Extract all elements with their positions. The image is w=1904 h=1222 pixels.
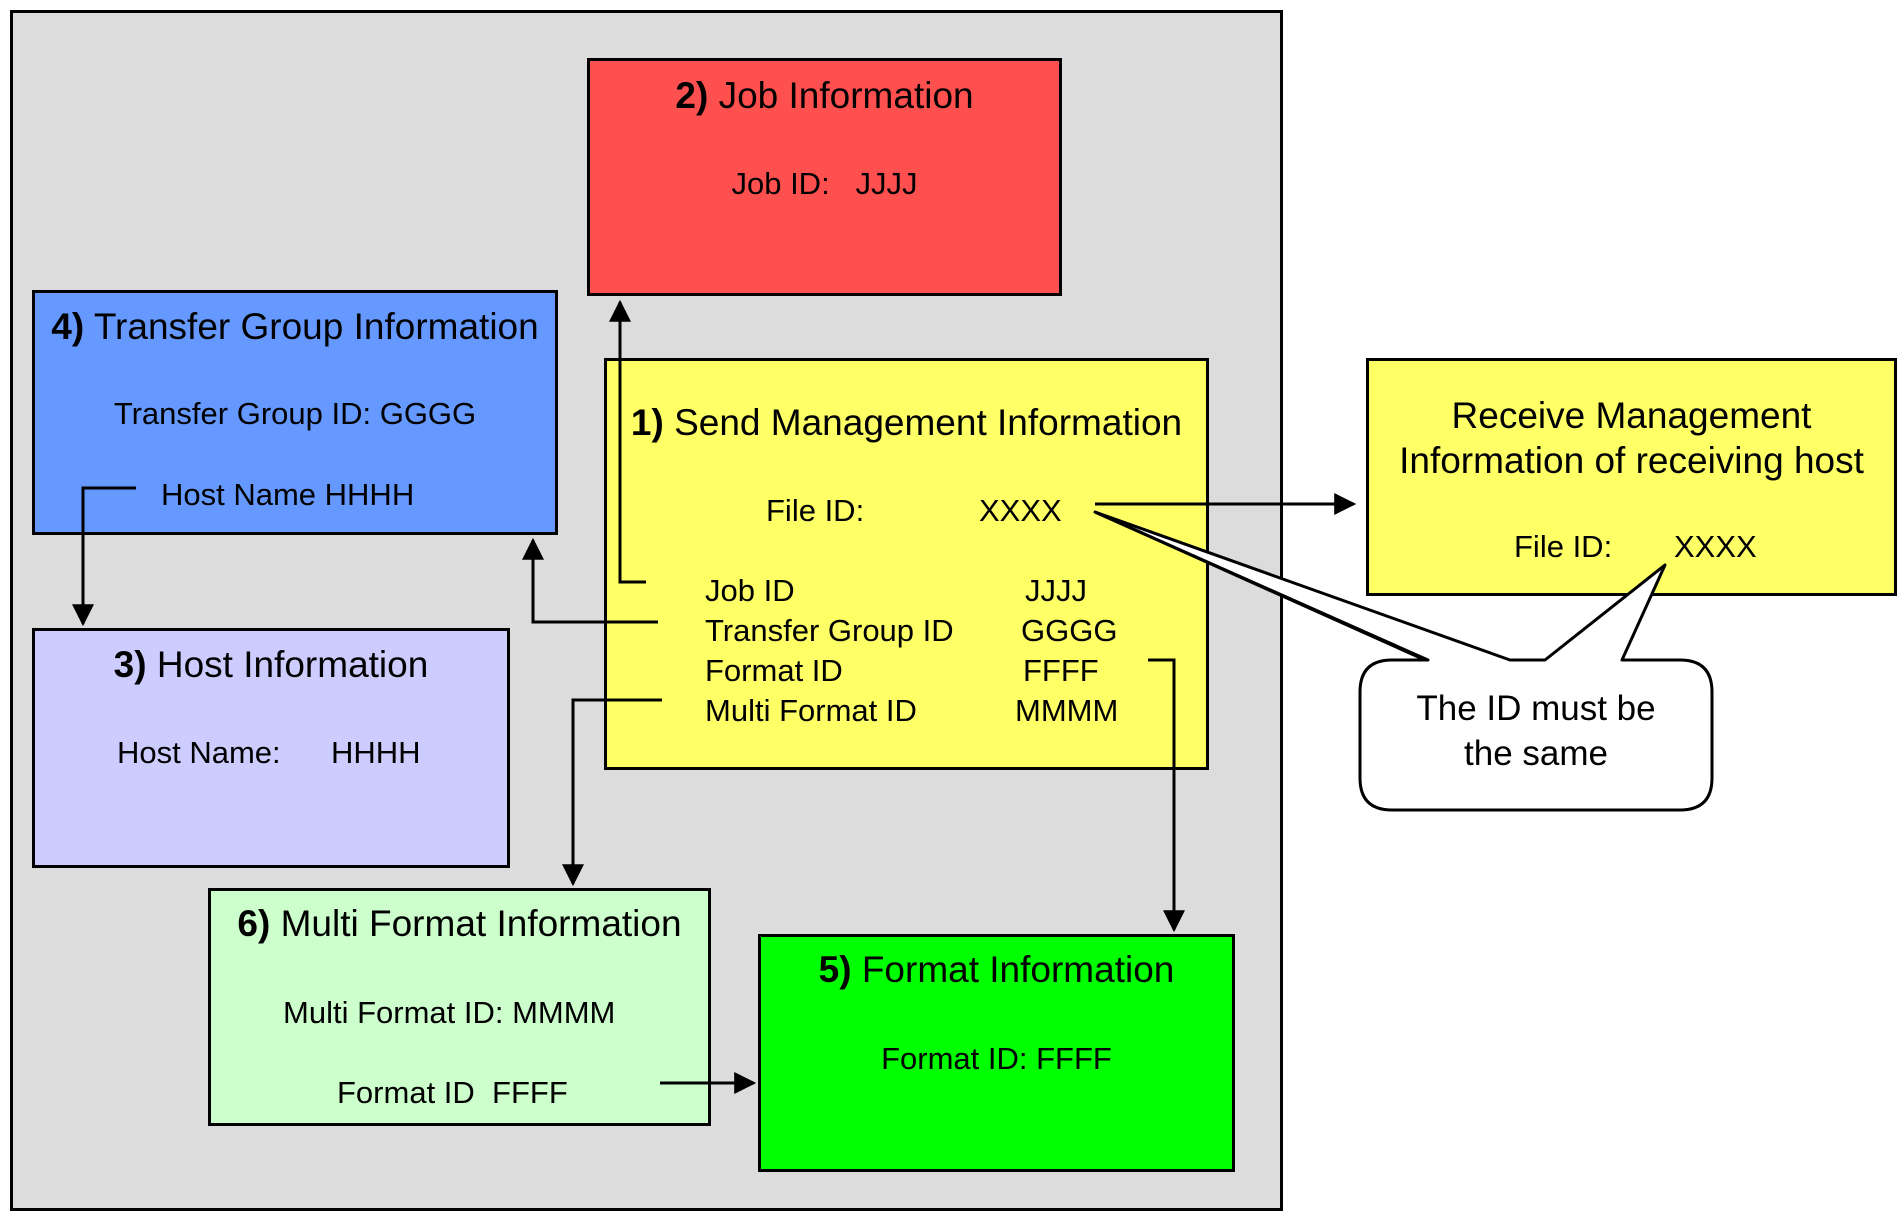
host-information-title: 3) Host Information — [35, 644, 507, 686]
receive-file-id-value: XXXX — [1674, 529, 1757, 564]
multi-format-title-text: Multi Format Information — [280, 903, 682, 944]
host-name-value: HHHH — [331, 735, 421, 770]
transfer-group-information-box: 4) Transfer Group Information Transfer G… — [32, 290, 558, 535]
send-row-value: FFFF — [1023, 653, 1099, 688]
multi-format-title: 6) Multi Format Information — [211, 903, 708, 945]
send-row-label: Format ID — [705, 653, 843, 688]
transfer-group-host-name-field: Host Name HHHH — [161, 477, 415, 512]
send-row-value: GGGG — [1021, 613, 1118, 648]
transfer-group-title-text: Transfer Group Information — [93, 306, 539, 347]
multi-format-information-box: 6) Multi Format Information Multi Format… — [208, 888, 711, 1126]
callout-pointer-edge — [1094, 510, 1429, 662]
multi-format-number: 6) — [237, 903, 271, 944]
format-id-field: Format ID: FFFF — [881, 1041, 1112, 1076]
send-row-label: Job ID — [705, 573, 795, 608]
arrow-multi-format-id — [562, 698, 662, 887]
multi-format-format-id-field: Format ID FFFF — [337, 1075, 568, 1110]
arrow-host-name — [72, 486, 136, 627]
receive-management-title: Receive Management Information of receiv… — [1369, 393, 1894, 483]
callout-text: The ID must be the same — [1360, 686, 1712, 776]
send-file-id-value: XXXX — [979, 493, 1062, 528]
send-management-number: 1) — [630, 402, 664, 443]
job-id-label: Job ID: — [731, 166, 830, 201]
transfer-group-title: 4) Transfer Group Information — [35, 306, 555, 348]
receive-management-information-box: Receive Management Information of receiv… — [1366, 358, 1897, 596]
send-management-title: 1) Send Management Information — [607, 402, 1206, 444]
arrow-format-id — [1148, 658, 1185, 933]
job-information-box: 2) Job Information Job ID: JJJJ — [587, 58, 1062, 296]
transfer-group-number: 4) — [51, 306, 85, 347]
job-information-title: 2) Job Information — [590, 75, 1059, 117]
job-id-field: Job ID: JJJJ — [590, 166, 1059, 202]
send-management-information-box: 1) Send Management Information File ID: … — [604, 358, 1209, 770]
transfer-group-id-field: Transfer Group ID: GGGG — [113, 396, 477, 431]
host-title-text: Host Information — [156, 644, 429, 685]
host-number: 3) — [113, 644, 147, 685]
arrow-job-id — [609, 299, 646, 584]
job-number: 2) — [675, 75, 709, 116]
format-information-title: 5) Format Information — [761, 949, 1232, 991]
send-row-label: Transfer Group ID — [705, 613, 954, 648]
format-title-text: Format Information — [861, 949, 1175, 990]
callout-line1: The ID must be — [1416, 689, 1656, 728]
callout-bubble — [1093, 510, 1714, 812]
receive-file-id-label: File ID: — [1514, 529, 1613, 564]
host-information-box: 3) Host Information Host Name: HHHH — [32, 628, 510, 868]
receive-title-line1: Receive Management — [1451, 395, 1812, 436]
send-row-value: JJJJ — [1025, 573, 1087, 608]
send-row-value: MMMM — [1015, 693, 1119, 728]
format-number: 5) — [818, 949, 852, 990]
send-file-id-label: File ID: — [766, 493, 865, 528]
job-title-text: Job Information — [718, 75, 974, 116]
format-information-box: 5) Format Information Format ID: FFFF — [758, 934, 1235, 1172]
multi-format-id-field: Multi Format ID: MMMM — [283, 995, 616, 1030]
host-name-label: Host Name: — [117, 735, 281, 770]
send-management-title-text: Send Management Information — [674, 402, 1183, 443]
job-id-value: JJJJ — [855, 166, 918, 201]
receive-title-line2: Information of receiving host — [1399, 440, 1864, 481]
callout-line2: the same — [1464, 734, 1608, 773]
arrow-transfer-group-id — [522, 537, 658, 624]
send-row-label: Multi Format ID — [705, 693, 917, 728]
